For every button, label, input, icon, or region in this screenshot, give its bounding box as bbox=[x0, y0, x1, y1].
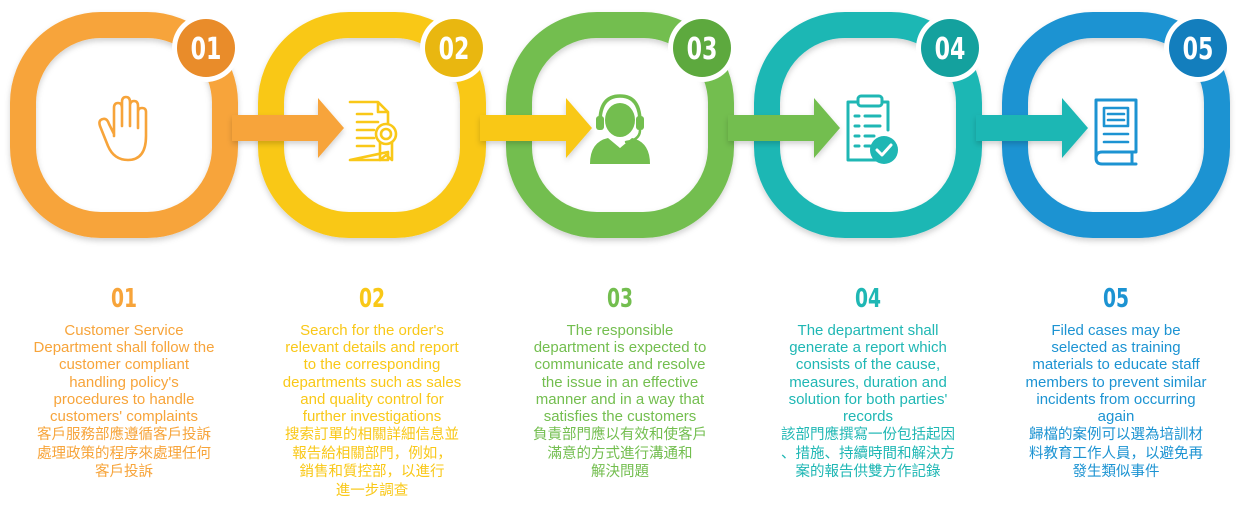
process-flow-diagram: 01 02 03 04 05 bbox=[10, 12, 1232, 238]
connector-arrow-2 bbox=[480, 98, 592, 158]
step-number: 05 bbox=[1102, 284, 1130, 314]
step-description-english: Filed cases may be selected as training … bbox=[1025, 322, 1207, 426]
step-number: 02 bbox=[358, 284, 386, 314]
connector-arrow-1 bbox=[232, 98, 344, 158]
raised-hand-icon bbox=[98, 95, 148, 162]
step-badge-number: 02 bbox=[439, 33, 470, 67]
certificate-document-icon bbox=[348, 100, 398, 162]
step-badge-number: 04 bbox=[935, 33, 966, 67]
step-number: 03 bbox=[606, 284, 634, 314]
step-number: 01 bbox=[110, 284, 138, 314]
step-ring-1 bbox=[10, 12, 238, 238]
step-description-chinese: 負責部門應以有效和使客戶 滿意的方式進行溝通和 解決問題 bbox=[533, 427, 707, 481]
step-description-english: Search for the order's relevant details … bbox=[282, 322, 462, 426]
step-badge-2: 02 bbox=[420, 14, 488, 82]
step-description-english: The responsible department is expected t… bbox=[533, 322, 707, 426]
connector-arrow-3 bbox=[728, 98, 840, 158]
step-badge-3: 03 bbox=[668, 14, 736, 82]
step-badge-number: 05 bbox=[1183, 33, 1214, 67]
headset-agent-icon bbox=[590, 94, 650, 164]
book-icon bbox=[1094, 98, 1138, 166]
clipboard-check-icon bbox=[846, 94, 898, 164]
step-badge-4: 04 bbox=[916, 14, 984, 82]
step-description-english: Customer Service Department shall follow… bbox=[33, 322, 215, 426]
step-description-english: The department shall generate a report w… bbox=[788, 322, 948, 426]
step-badge-1: 01 bbox=[172, 14, 240, 82]
step-badge-number: 01 bbox=[191, 33, 222, 67]
step-description-chinese: 該部門應撰寫一份包括起因 、措施、持續時間和解決方 案的報告供雙方作記錄 bbox=[781, 427, 955, 481]
step-badge-number: 03 bbox=[687, 33, 718, 67]
step-number: 04 bbox=[854, 284, 882, 314]
step-description-chinese: 歸檔的案例可以選為培訓材 料教育工作人員，以避免再 發生類似事件 bbox=[1029, 427, 1203, 481]
step-description-chinese: 客戶服務部應遵循客戶投訴 處理政策的程序來處理任何 客戶投訴 bbox=[37, 427, 211, 481]
step-description-chinese: 搜索訂單的相關詳細信息並 報告給相關部門，例如， 銷售和質控部，以進行 進一步調… bbox=[285, 427, 459, 499]
connector-arrow-4 bbox=[976, 98, 1088, 158]
step-badge-5: 05 bbox=[1164, 14, 1232, 82]
